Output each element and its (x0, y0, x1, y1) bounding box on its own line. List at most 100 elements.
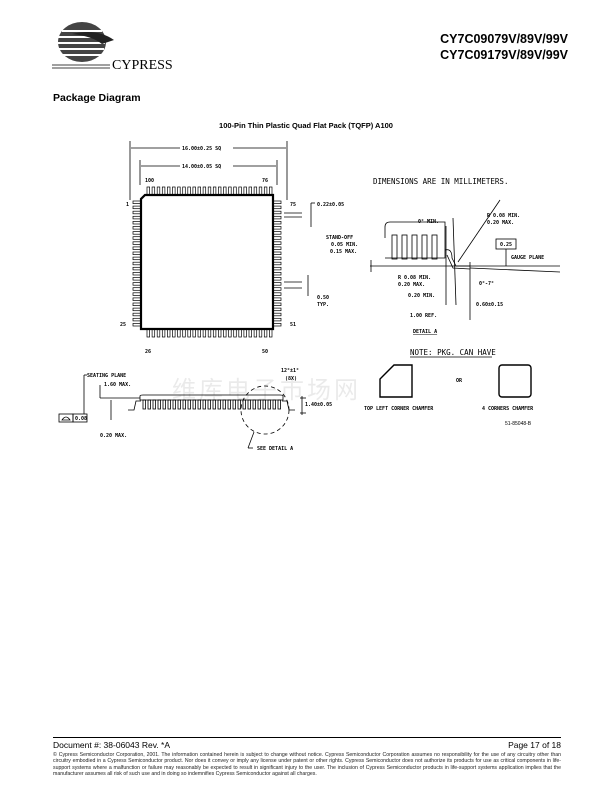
pin-top (187, 186, 191, 196)
pin-left (132, 277, 142, 281)
pin-right (272, 272, 282, 276)
pin-bottom (233, 328, 237, 338)
pin-right (272, 312, 282, 317)
pin-bottom (202, 328, 207, 338)
pin-side (237, 399, 241, 410)
pin-right (272, 236, 282, 240)
svg-text:1.60 MAX.: 1.60 MAX. (104, 382, 131, 388)
pin-top (146, 186, 150, 196)
pin-bottom (238, 328, 242, 338)
pin-right (272, 205, 282, 210)
pin-left (132, 292, 142, 296)
pin-side (197, 399, 201, 410)
part-number-2: CY7C09179V/89V/99V (440, 48, 568, 62)
pin-left (132, 200, 142, 204)
pin-bottom (243, 328, 247, 338)
pin-side (257, 399, 261, 410)
pin-bottom (146, 328, 150, 338)
pin-bottom (269, 328, 273, 338)
pin-side (162, 399, 166, 410)
pin-left (132, 205, 142, 210)
svg-text:GAUGE PLANE: GAUGE PLANE (511, 255, 544, 261)
package-body (139, 193, 275, 331)
pin-left (132, 317, 142, 322)
pin-bottom (223, 328, 227, 338)
cypress-logo: CYPRESS (52, 22, 173, 70)
pin-bottom (207, 328, 212, 338)
svg-text:76: 76 (262, 178, 268, 184)
pin-side (202, 399, 206, 410)
pin-side (272, 399, 276, 410)
pin-right (272, 277, 282, 281)
pin-side (147, 399, 151, 410)
pin-bottom (258, 328, 263, 338)
pin-right (272, 282, 282, 286)
pin-bottom (212, 328, 217, 338)
pin-right (272, 297, 282, 301)
svg-text:0.20 MIN.: 0.20 MIN. (408, 293, 435, 299)
pin-top (248, 186, 252, 196)
svg-text:0.05 MIN.: 0.05 MIN. (331, 242, 358, 248)
pin-side (227, 399, 231, 410)
svg-text:(8X): (8X) (285, 376, 297, 382)
svg-text:0.08: 0.08 (75, 416, 87, 422)
figure-caption: 100-Pin Thin Plastic Quad Flat Pack (TQF… (219, 121, 393, 130)
svg-text:1.00 REF.: 1.00 REF. (410, 313, 437, 319)
svg-text:0.20 MAX.: 0.20 MAX. (100, 433, 127, 439)
section-title: Package Diagram (53, 92, 141, 104)
pin-right (272, 241, 282, 245)
pin-side (172, 399, 176, 410)
pin-top (177, 186, 181, 196)
pin-bottom (197, 328, 201, 338)
pin-top (212, 186, 217, 196)
svg-text:1.40±0.05: 1.40±0.05 (305, 402, 332, 408)
footer-rule (53, 737, 561, 738)
pin-bottom (187, 328, 191, 338)
pin-top (258, 186, 263, 196)
pin-right (272, 261, 282, 266)
pin-top (192, 186, 196, 196)
pin-side (187, 399, 191, 410)
svg-text:0° MIN.: 0° MIN. (418, 219, 439, 225)
pin-left (132, 226, 142, 230)
page-number: Page 17 of 18 (508, 740, 561, 750)
svg-text:TYP.: TYP. (317, 302, 329, 308)
pin-top (228, 186, 232, 196)
pin-right (272, 210, 282, 215)
pin-left (132, 231, 142, 235)
svg-text:1: 1 (126, 202, 129, 208)
svg-text:DETAIL A: DETAIL A (413, 329, 437, 335)
pin-top (253, 186, 258, 196)
pin-bottom (161, 328, 166, 338)
svg-text:R 0.08 MIN.: R 0.08 MIN. (398, 275, 431, 281)
pin-bottom (177, 328, 181, 338)
pin-top (182, 186, 186, 196)
pin-top (202, 186, 207, 196)
pin-left (132, 261, 142, 266)
pin-left (132, 221, 142, 225)
svg-text:0.22±0.05: 0.22±0.05 (317, 202, 344, 208)
pin-left (132, 282, 142, 286)
pin-detail (411, 234, 418, 260)
pin-left (132, 266, 142, 271)
pin-side (152, 399, 156, 410)
pin-side (222, 399, 226, 410)
pin-detail (401, 234, 408, 260)
svg-text:0.15 MAX.: 0.15 MAX. (330, 249, 357, 255)
pin-bottom (172, 328, 176, 338)
pin-right (272, 251, 282, 255)
pin-right (272, 246, 282, 250)
pin-right (272, 221, 282, 225)
pin-left (132, 256, 142, 261)
pin-bottom (253, 328, 258, 338)
pin-right (272, 323, 282, 327)
pin-left (132, 236, 142, 240)
pin-bottom (192, 328, 196, 338)
logo-text: CYPRESS (112, 58, 173, 70)
pin-side (207, 399, 211, 410)
pin-top (197, 186, 201, 196)
svg-text:4 CORNERS CHAMFER: 4 CORNERS CHAMFER (482, 406, 534, 412)
pin-left (132, 272, 142, 276)
pin-right (272, 215, 282, 220)
pin-top (172, 186, 176, 196)
